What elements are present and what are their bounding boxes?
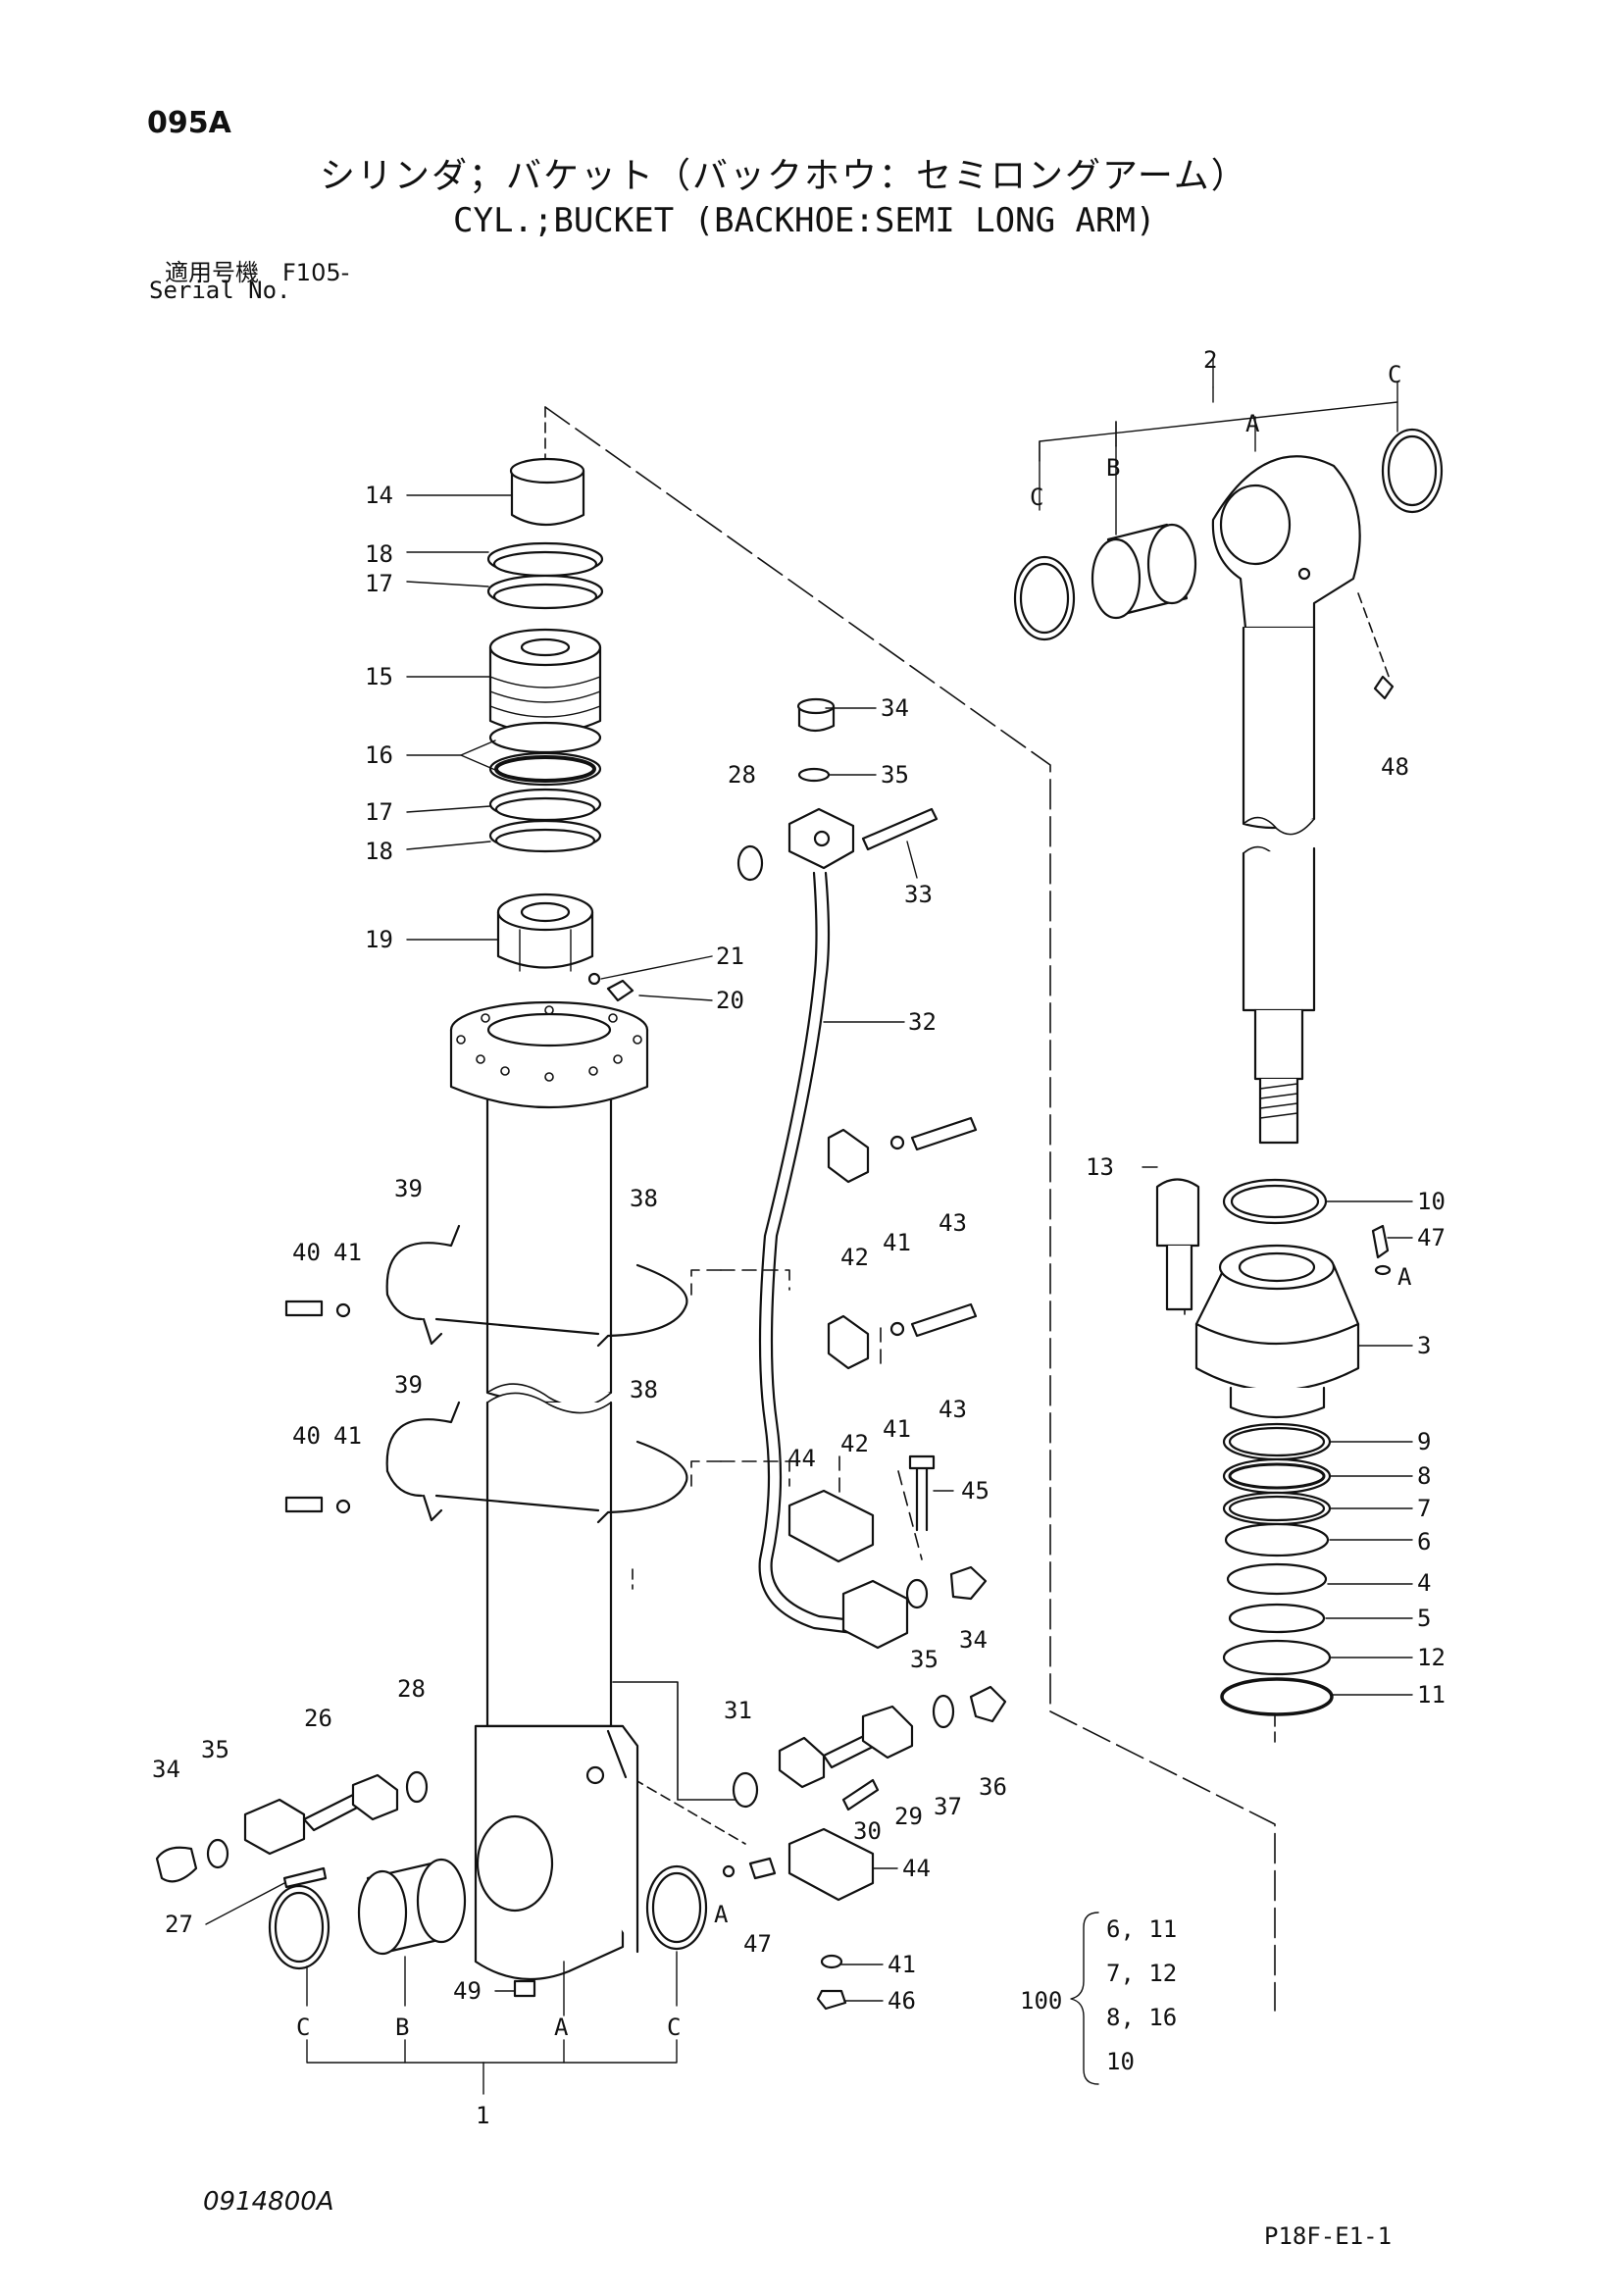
callout-9: 9 — [1417, 1428, 1431, 1455]
callout-1: 1 — [476, 2102, 489, 2129]
ref-letter-c: C — [1388, 361, 1401, 388]
callout-38: 38 — [630, 1185, 658, 1212]
ref-letter-a: A — [1397, 1263, 1412, 1291]
callout-18: 18 — [365, 838, 393, 865]
title-english: CYL.;BUCKET (BACKHOE:SEMI LONG ARM) — [453, 201, 1156, 240]
callout-40: 40 — [292, 1239, 321, 1266]
leader-lines — [205, 357, 1413, 2095]
callout-labels: 14 18 17 15 16 17 18 19 21 20 34 35 28 3… — [152, 346, 1446, 2129]
bottom-bushings — [268, 1858, 708, 1970]
callout-41: 41 — [888, 1951, 916, 1978]
callout-34: 34 — [152, 1756, 180, 1783]
callout-10: 10 — [1417, 1188, 1446, 1215]
ref-letter-c: C — [667, 2014, 681, 2041]
port-assemblies — [155, 1685, 1007, 2011]
flange-bolt-holes — [456, 1005, 642, 1082]
callout-17: 17 — [365, 798, 393, 826]
callout-41: 41 — [333, 1239, 362, 1266]
callout-46: 46 — [888, 1987, 916, 2015]
callout-31: 31 — [724, 1697, 752, 1724]
serial-label-japanese: 適用号機 F105- — [165, 259, 350, 286]
callout-42: 42 — [840, 1430, 869, 1457]
callout-35: 35 — [881, 761, 909, 789]
ref-letter-c: C — [296, 2014, 310, 2041]
ref-letter-a: A — [1245, 410, 1260, 437]
callout-14: 14 — [365, 482, 393, 509]
callout-49: 49 — [453, 1977, 482, 2005]
kit-line: 10 — [1106, 2048, 1135, 2075]
callout-28: 28 — [728, 761, 756, 789]
callout-3: 3 — [1417, 1332, 1431, 1359]
callout-36: 36 — [979, 1773, 1007, 1801]
kit-line: 7, 12 — [1106, 1960, 1177, 1987]
callout-5: 5 — [1417, 1605, 1431, 1632]
callout-2: 2 — [1203, 346, 1217, 374]
rod-bushings — [1013, 428, 1444, 641]
callout-6: 6 — [1417, 1528, 1431, 1556]
page-code: 095A — [147, 106, 231, 140]
callout-26: 26 — [304, 1705, 332, 1732]
callout-39: 39 — [394, 1175, 423, 1202]
callout-41: 41 — [883, 1229, 911, 1256]
callout-18: 18 — [365, 540, 393, 568]
callout-41: 41 — [333, 1422, 362, 1450]
callout-7: 7 — [1417, 1495, 1431, 1522]
callout-4: 4 — [1417, 1569, 1431, 1597]
callout-15: 15 — [365, 663, 393, 690]
callout-48: 48 — [1381, 753, 1409, 781]
callout-37: 37 — [934, 1793, 962, 1820]
kit-line: 6, 11 — [1106, 1915, 1177, 1943]
callout-28: 28 — [397, 1675, 426, 1703]
band-clamp-lower — [284, 1401, 688, 1524]
callout-34: 34 — [959, 1626, 988, 1654]
callout-13: 13 — [1086, 1153, 1114, 1181]
serial-label-english: Serial No. — [149, 277, 291, 304]
callout-32: 32 — [908, 1008, 937, 1036]
ref-letter-b: B — [1106, 454, 1120, 482]
callout-35: 35 — [201, 1736, 229, 1763]
callout-39: 39 — [394, 1371, 423, 1399]
cylinder-head — [1155, 1178, 1392, 1716]
callout-12: 12 — [1417, 1644, 1446, 1671]
ref-letter-a: A — [554, 2014, 569, 2041]
callout-47: 47 — [743, 1930, 772, 1958]
callout-29: 29 — [894, 1803, 923, 1830]
callout-42: 42 — [840, 1244, 869, 1271]
ref-letter-a: A — [714, 1901, 729, 1928]
callout-43: 43 — [939, 1209, 967, 1237]
callout-17: 17 — [365, 570, 393, 597]
callout-20: 20 — [716, 987, 744, 1014]
callout-45: 45 — [961, 1477, 990, 1505]
callout-33: 33 — [904, 881, 933, 908]
callout-47: 47 — [1417, 1224, 1446, 1251]
document-code: 0914800A — [203, 2187, 334, 2217]
callout-8: 8 — [1417, 1462, 1431, 1490]
ref-letter-c: C — [1030, 484, 1043, 511]
cylinder-tube — [449, 1000, 649, 1981]
callout-43: 43 — [939, 1396, 967, 1423]
callout-30: 30 — [853, 1817, 882, 1845]
callout-44: 44 — [787, 1445, 816, 1472]
pipe-assembly — [736, 697, 988, 1650]
callout-11: 11 — [1417, 1681, 1446, 1709]
callout-41: 41 — [883, 1415, 911, 1443]
callout-40: 40 — [292, 1422, 321, 1450]
callout-27: 27 — [165, 1911, 193, 1938]
callout-16: 16 — [365, 741, 393, 769]
piston-stack — [486, 457, 634, 1002]
callout-44: 44 — [902, 1855, 931, 1882]
kit-line: 8, 16 — [1106, 2004, 1177, 2031]
piston-rod — [1211, 455, 1395, 1145]
kit-number: 100 — [1020, 1987, 1062, 2015]
callout-34: 34 — [881, 694, 909, 722]
callout-38: 38 — [630, 1376, 658, 1403]
title-japanese: シリンダ；バケット（バックホウ：セミロングアーム） — [320, 156, 1248, 196]
page-reference: P18F-E1-1 — [1264, 2222, 1393, 2250]
callout-21: 21 — [716, 943, 744, 970]
callout-35: 35 — [910, 1646, 939, 1673]
callout-19: 19 — [365, 926, 393, 953]
ref-letter-b: B — [395, 2014, 409, 2041]
band-clamp-upper — [284, 1224, 688, 1348]
